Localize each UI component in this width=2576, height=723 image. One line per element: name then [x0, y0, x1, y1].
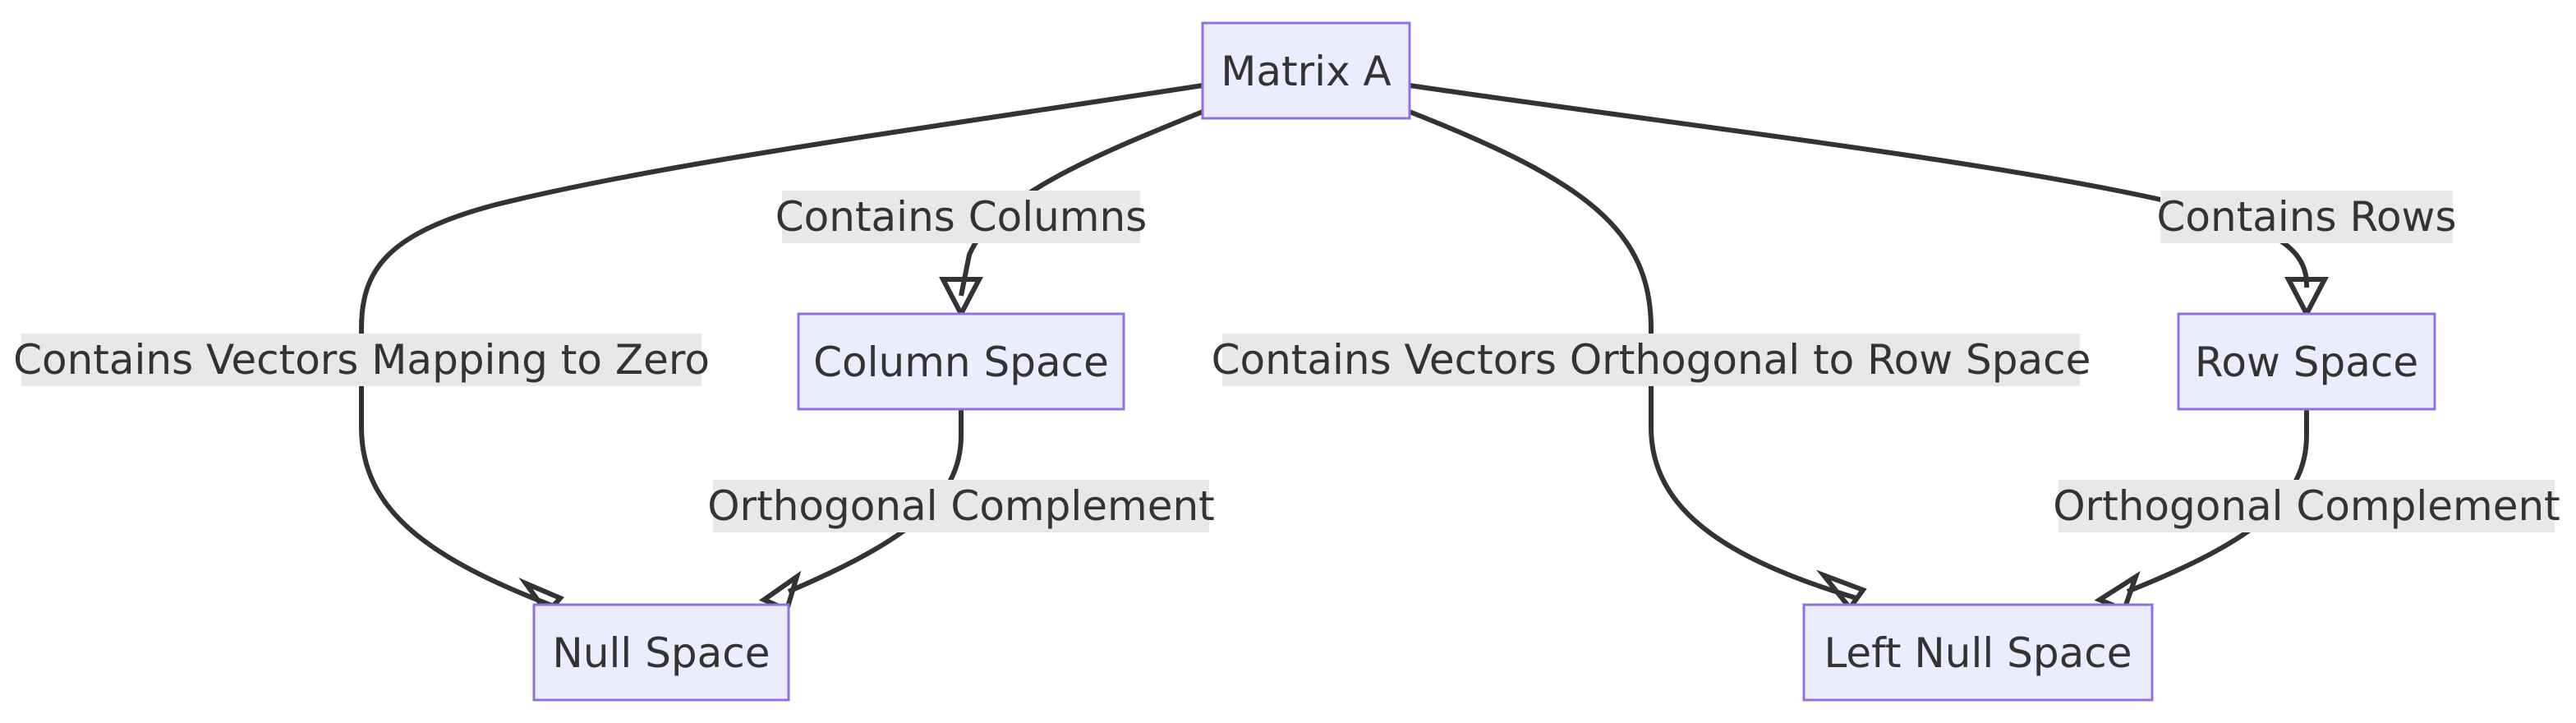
- node-matrix-a[interactable]: Matrix A: [1201, 21, 1411, 120]
- edge-label-text: Orthogonal Complement: [707, 482, 1215, 530]
- edge-label-contains-vectors-mapping-to-zero: Contains Vectors Mapping to Zero: [13, 334, 710, 386]
- node-label: Row Space: [2195, 338, 2418, 386]
- node-null-space[interactable]: Null Space: [532, 603, 790, 702]
- edge-label-text: Contains Columns: [775, 193, 1148, 241]
- edge-label-contains-columns: Contains Columns: [775, 191, 1148, 243]
- edge-label-contains-rows: Contains Rows: [2157, 191, 2457, 243]
- node-column-space[interactable]: Column Space: [797, 312, 1125, 411]
- edge-label-contains-vectors-orthogonal: Contains Vectors Orthogonal to Row Space: [1212, 334, 2091, 386]
- node-label: Left Null Space: [1824, 629, 2132, 677]
- node-row-space[interactable]: Row Space: [2177, 312, 2436, 411]
- edge-label-orthogonal-complement-column: Orthogonal Complement: [707, 480, 1215, 532]
- node-label: Null Space: [552, 629, 770, 677]
- edge-label-orthogonal-complement-row: Orthogonal Complement: [2053, 480, 2560, 532]
- edge-label-text: Contains Vectors Orthogonal to Row Space: [1212, 336, 2091, 384]
- edge-matrix-to-left-null-space: [1408, 109, 1867, 612]
- edge-label-text: Contains Vectors Mapping to Zero: [13, 336, 710, 384]
- node-label: Matrix A: [1221, 48, 1392, 95]
- node-label: Column Space: [813, 338, 1109, 386]
- edge-label-text: Orthogonal Complement: [2053, 482, 2560, 530]
- edge-label-text: Contains Rows: [2157, 193, 2457, 241]
- node-left-null-space[interactable]: Left Null Space: [1802, 603, 2154, 702]
